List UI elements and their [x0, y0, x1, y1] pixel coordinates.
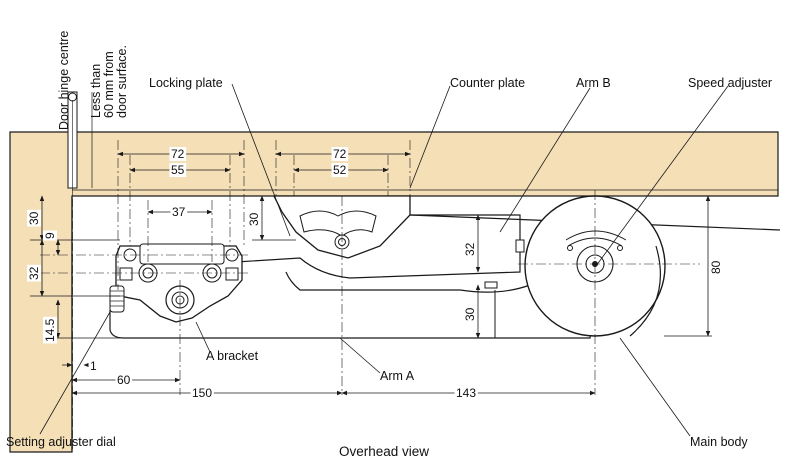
label-arm-b: Arm B	[576, 76, 611, 90]
dim-top-52: 52	[333, 163, 347, 177]
dim-label-backdrop	[463, 305, 477, 323]
label-door-hinge-centre: Door hinge centre	[57, 31, 71, 130]
dim-label-backdrop	[27, 264, 41, 282]
label-counter-plate: Counter plate	[450, 76, 525, 90]
dim-label-backdrop	[709, 258, 723, 276]
label-less-than-3: door surface.	[115, 45, 129, 118]
a-bracket	[115, 243, 243, 323]
dim-bottom-1: 1	[90, 359, 97, 373]
dim-left-14-5: 14.5	[43, 318, 57, 342]
dim-top-72-left: 72	[171, 147, 185, 161]
dim-label-backdrop	[27, 209, 41, 227]
dim-label-backdrop	[247, 210, 261, 228]
label-main-body: Main body	[690, 435, 748, 449]
label-locking-plate: Locking plate	[149, 76, 223, 90]
dim-left-32: 32	[27, 266, 41, 280]
dim-left-30: 30	[27, 211, 41, 225]
label-less-than-1: Less than	[89, 64, 103, 118]
dim-label-backdrop	[463, 240, 477, 258]
dim-bottom-150: 150	[192, 386, 212, 400]
dim-label-backdrop	[331, 147, 349, 161]
dim-label-backdrop	[170, 205, 188, 219]
dim-label-backdrop	[454, 386, 478, 400]
label-a-bracket: A bracket	[206, 349, 259, 363]
dim-label-backdrop	[169, 163, 187, 177]
dim-top-55: 55	[171, 163, 185, 177]
dim-label-backdrop	[331, 163, 349, 177]
dim-label-backdrop	[190, 386, 214, 400]
leader-lines	[39, 83, 729, 437]
centre-lines	[40, 140, 700, 395]
dim-left-9: 9	[43, 232, 57, 239]
caption-overhead-view: Overhead view	[339, 444, 429, 459]
setting-adjuster-dial	[109, 285, 125, 313]
dim-plate-30: 30	[247, 212, 261, 226]
dim-arm-30: 30	[463, 307, 477, 321]
dim-body-80: 80	[709, 260, 723, 274]
dim-label-backdrop	[88, 359, 99, 373]
label-less-than-2: 60 mm from	[102, 51, 116, 118]
dim-label-backdrop	[169, 147, 187, 161]
label-arm-a: Arm A	[380, 369, 415, 383]
label-speed-adjuster: Speed adjuster	[688, 76, 772, 90]
dim-bottom-143: 143	[456, 386, 476, 400]
dim-top-72-right: 72	[333, 147, 347, 161]
dim-bottom-60: 60	[117, 373, 131, 387]
arm-a	[109, 271, 597, 339]
dim-top-37: 37	[172, 205, 186, 219]
dim-label-backdrop	[43, 316, 57, 344]
dim-arm-32: 32	[463, 242, 477, 256]
dim-label-backdrop	[115, 373, 133, 387]
dim-label-backdrop	[43, 230, 57, 241]
label-setting-adjuster-dial: Setting adjuster dial	[6, 435, 116, 449]
